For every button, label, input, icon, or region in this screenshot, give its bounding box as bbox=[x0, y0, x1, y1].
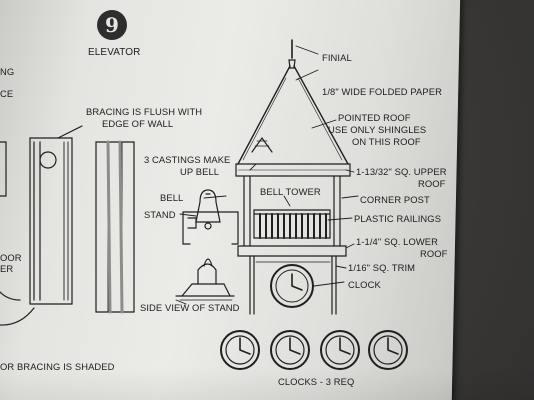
lower-roof-label-1: 1-1/4" SQ. LOWER bbox=[356, 236, 439, 247]
side-view-stand bbox=[175, 258, 235, 301]
clock-face-2 bbox=[270, 330, 310, 370]
folded-paper-label: 1/8" WIDE FOLDED PAPER bbox=[322, 86, 442, 97]
clock-label: CLOCK bbox=[348, 279, 381, 290]
clock-face-1 bbox=[220, 330, 260, 370]
upper-roof-label-2: ROOF bbox=[418, 178, 446, 189]
clocks-row bbox=[220, 330, 408, 370]
wall-panel-left bbox=[29, 125, 83, 305]
side-view-label: SIDE VIEW OF STAND bbox=[140, 302, 240, 313]
edge-label-3: OOR bbox=[0, 252, 22, 263]
edge-label-4: ER bbox=[0, 263, 14, 274]
bell-label: BELL bbox=[160, 192, 184, 203]
castings-note-line2: UP BELL bbox=[180, 166, 220, 177]
pointed-roof-label-3: ON THIS ROOF bbox=[352, 136, 421, 147]
edge-label-2: CE bbox=[0, 88, 14, 99]
trim-label: 1/16" SQ. TRIM bbox=[348, 262, 416, 273]
leader-lines bbox=[175, 45, 359, 305]
tower-drawing bbox=[235, 39, 351, 315]
bracing-note-line2: EDGE OF WALL bbox=[102, 118, 174, 129]
clocks-required-label: CLOCKS - 3 REQ bbox=[278, 376, 355, 387]
finial-label: FINIAL bbox=[322, 52, 352, 63]
edge-label-5: OR BRACING IS SHADED bbox=[0, 361, 115, 372]
bracing-note-line1: BRACING IS FLUSH WITH bbox=[86, 106, 203, 117]
edge-label-1: NG bbox=[0, 66, 15, 77]
pointed-roof-label-1: POINTED ROOF bbox=[338, 112, 411, 123]
castings-note-line1: 3 CASTINGS MAKE bbox=[144, 154, 231, 165]
wall-panel-right bbox=[95, 140, 135, 314]
step-title: ELEVATOR bbox=[88, 47, 141, 58]
upper-roof-label-1: 1-13/32" SQ. UPPER bbox=[356, 166, 447, 177]
bell-tower-label: BELL TOWER bbox=[260, 186, 321, 197]
pointed-roof-label-2: USE ONLY SHINGLES bbox=[328, 124, 427, 135]
corner-post-label: CORNER POST bbox=[360, 194, 430, 205]
plastic-railings-label: PLASTIC RAILINGS bbox=[354, 213, 442, 224]
clock-face-4 bbox=[368, 330, 408, 370]
clock-face-3 bbox=[320, 330, 360, 370]
step-number-badge: 9 bbox=[97, 10, 127, 40]
sheet-shadow bbox=[0, 368, 534, 400]
tower-clock bbox=[270, 264, 314, 308]
lower-roof-label-2: ROOF bbox=[420, 248, 448, 259]
stand-label: STAND bbox=[144, 209, 176, 220]
bell-stand-drawing bbox=[182, 189, 239, 245]
left-partial-wall bbox=[0, 141, 35, 326]
